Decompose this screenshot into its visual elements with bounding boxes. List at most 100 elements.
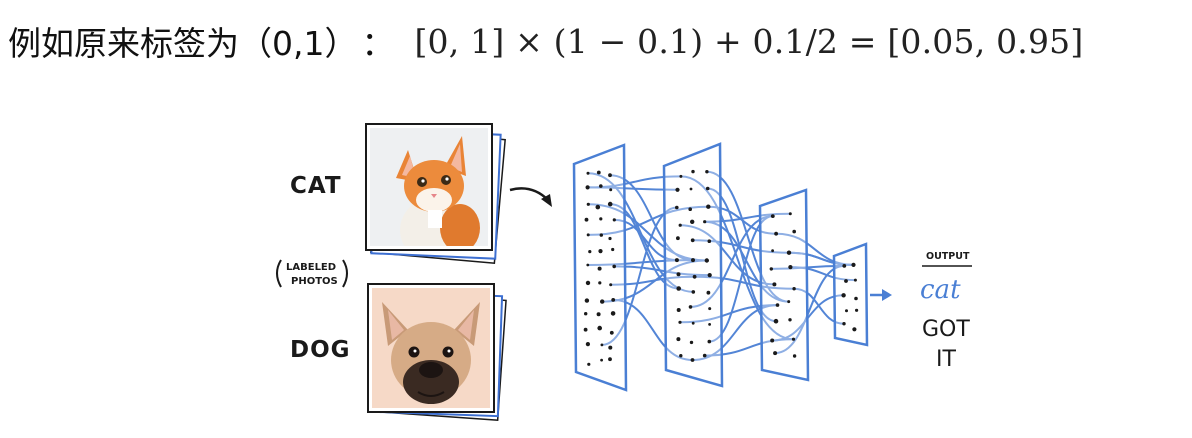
label-smoothing-formula: [0, 1] × (1 − 0.1) + 0.1/2 = [0.05, 0.95…: [414, 21, 1084, 61]
neuron-dot: [583, 327, 588, 332]
network-connection: [708, 205, 777, 235]
neuron-dot: [676, 308, 681, 312]
neuron-dot: [588, 250, 592, 254]
neuron-dot: [690, 219, 695, 224]
network-layer-1: [572, 143, 628, 392]
neuron-dot: [584, 312, 588, 316]
neuron-dot: [791, 337, 796, 341]
dog-photo-stack: [367, 283, 507, 421]
neuron-dot: [679, 354, 683, 358]
neuron-dot: [691, 290, 696, 294]
neuron-dot: [771, 249, 774, 253]
network-connection: [704, 220, 789, 303]
neuron-dot: [598, 249, 603, 254]
neuron-dot: [775, 303, 780, 307]
network-connection: [610, 275, 695, 286]
neuron-dot: [584, 217, 589, 222]
neuron-dot: [688, 305, 693, 309]
neuron-dot: [600, 358, 603, 362]
neuron-dot: [688, 207, 692, 211]
output-value: cat: [920, 275, 961, 305]
neuron-dot: [611, 298, 616, 302]
neuron-dot: [702, 353, 707, 358]
got-it-line1: GOT: [922, 317, 970, 342]
output-header: OUTPUT: [926, 251, 970, 262]
neuron-dot: [844, 279, 848, 283]
network-connection: [694, 275, 795, 290]
neuron-dot: [586, 202, 590, 206]
dog-label: DOG: [290, 337, 351, 363]
neuron-dot: [676, 337, 681, 342]
neuron-dot: [842, 264, 847, 268]
neuron-dot: [852, 327, 857, 332]
neuron-dot: [705, 186, 710, 191]
neuron-dot: [675, 187, 680, 192]
neuron-dot: [851, 262, 856, 267]
neuron-dot: [597, 325, 602, 331]
neuron-dot: [841, 293, 846, 298]
neuron-dot: [596, 312, 601, 317]
neuron-dot: [586, 263, 590, 267]
neuron-dot: [676, 286, 681, 291]
neuron-dot: [690, 358, 695, 362]
neuron-dot: [787, 300, 791, 304]
neuron-dot: [707, 339, 712, 344]
network-connection: [704, 212, 791, 223]
right-arrow-icon: [870, 289, 892, 301]
neuron-dot: [585, 280, 591, 286]
neuron-dot: [845, 309, 848, 313]
neuron-dot: [599, 217, 603, 221]
neuron-dot: [596, 170, 601, 175]
heading: 例如原来标签为（0,1） ： [0, 1] × (1 − 0.1) + 0.1/…: [8, 14, 1083, 68]
neuron-dot: [608, 357, 612, 362]
neuron-dot: [585, 185, 590, 190]
neuron-dot: [595, 204, 601, 210]
neuron-dot: [773, 318, 779, 324]
neuron-dot: [609, 330, 614, 335]
neuron-dot: [676, 272, 681, 277]
neuron-dot: [597, 266, 602, 271]
neuron-dot: [674, 258, 679, 263]
neuron-dot: [774, 231, 778, 236]
neuron-dot: [788, 265, 793, 270]
neuron-dot: [773, 351, 778, 356]
neuron-dot: [600, 299, 605, 304]
neuron-dot: [584, 298, 590, 303]
network-connection: [794, 287, 845, 325]
cat-photo-icon: [370, 128, 488, 246]
neuron-dot: [708, 323, 711, 326]
network-layer-3: [758, 188, 810, 382]
neuron-dot: [609, 188, 613, 192]
network-connection: [709, 215, 773, 343]
neuron-dot: [599, 184, 603, 188]
neuron-dot: [610, 311, 616, 316]
neuron-dot: [691, 258, 695, 263]
neuron-dot: [607, 201, 613, 207]
network-connection: [614, 218, 677, 262]
cat-photo-stack: [365, 123, 506, 264]
neuron-dot: [707, 239, 712, 243]
neuron-dot: [586, 233, 590, 237]
neuron-dot: [608, 173, 612, 178]
network-connection: [707, 187, 777, 323]
neuron-dot: [855, 308, 859, 312]
neuron-dot: [611, 247, 615, 252]
labeled-photos-line2: PHOTOS: [291, 276, 338, 287]
network-connection: [692, 239, 790, 254]
network-connection: [588, 203, 707, 262]
neuron-dot: [792, 229, 796, 234]
neuron-dot: [587, 362, 591, 366]
neuron-dot: [586, 171, 590, 175]
neuron-dot: [786, 250, 792, 255]
neuron-dot: [691, 169, 695, 174]
dog-photo-icon: [372, 288, 490, 408]
neuron-dot: [612, 218, 616, 222]
neuron-dot: [706, 204, 711, 209]
neuron-dot: [788, 318, 792, 322]
neuron-dot: [792, 354, 797, 358]
neuron-dot: [705, 170, 709, 174]
neuron-dot: [609, 283, 613, 287]
neuron-dot: [853, 278, 857, 282]
neuron-dot: [689, 187, 693, 191]
neuron-dot: [676, 236, 680, 241]
